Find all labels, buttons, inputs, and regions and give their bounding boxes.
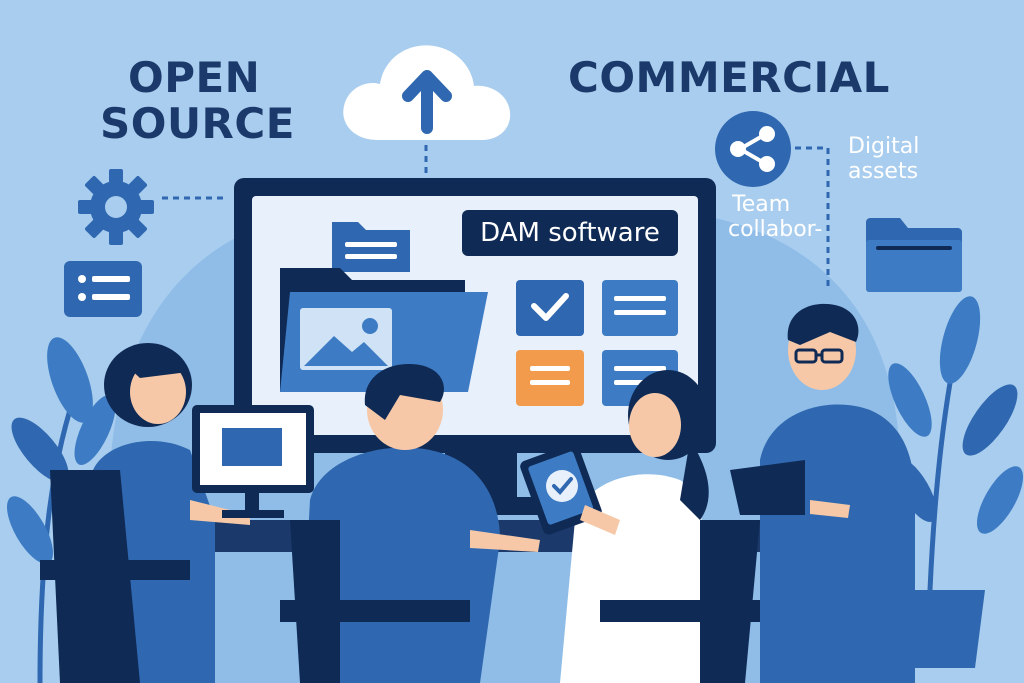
list-tile: [602, 280, 678, 336]
chair-left: [40, 470, 190, 683]
open-source-heading-line2: SOURCE: [100, 99, 295, 148]
folder-doc-icon: [332, 222, 410, 272]
team-collaboration-label: Team collabor-: [728, 192, 822, 243]
check-tile: [516, 280, 584, 336]
digital-assets-line2: assets: [848, 159, 919, 185]
screen-tiles: [516, 280, 678, 406]
team-collaboration-line1: Team: [732, 192, 791, 217]
image-folder-icon: [280, 268, 488, 392]
dam-software-label: DAM software: [462, 210, 678, 256]
orange-tile: [516, 350, 584, 406]
left-plant: [6, 337, 116, 683]
list-icon: [64, 261, 142, 317]
cloud-upload-icon: [343, 45, 511, 140]
chair-right-center: [600, 520, 770, 683]
person-center-man: [300, 364, 540, 683]
team-collaboration-line2: collabor-: [728, 217, 823, 243]
person-tablet-woman: [520, 370, 709, 683]
open-source-heading-line1: OPEN: [128, 53, 261, 102]
check-icon-tablet: [552, 477, 573, 495]
digital-assets-line1: Digital: [848, 134, 920, 159]
commercial-heading: COMMERCIAL: [568, 53, 890, 102]
gear-icon: [78, 169, 154, 245]
share-icon: [715, 111, 791, 187]
folder-icon: [866, 218, 962, 292]
chair-center: [280, 520, 470, 683]
check-icon: [531, 293, 569, 321]
open-source-heading: OPEN SOURCE: [100, 53, 295, 145]
share-connector: [795, 146, 830, 290]
digital-assets-label: Digital assets: [848, 134, 919, 185]
person-right-man: [730, 303, 915, 683]
